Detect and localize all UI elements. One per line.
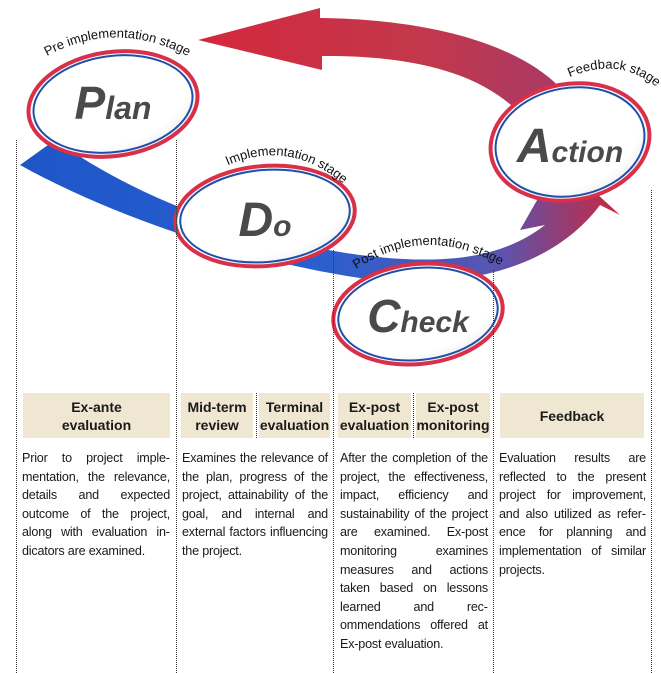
action-stage: Action Feedback stage xyxy=(488,56,661,203)
do-stage: Do Implementation stage xyxy=(173,143,357,269)
header-ex-post-monitoring: Ex-post monitoring xyxy=(416,393,490,438)
action-rest: ction xyxy=(552,136,624,169)
plan-rest: lan xyxy=(105,90,151,126)
header-ex-ante: Ex-ante evaluation xyxy=(23,393,170,438)
svg-text:Plan: Plan xyxy=(75,77,152,129)
do-letter: D xyxy=(239,194,274,247)
divider-right xyxy=(651,190,652,673)
description-ex-post: After the completion of the project, the… xyxy=(340,451,488,651)
svg-text:Do: Do xyxy=(239,194,292,247)
plan-letter: P xyxy=(75,77,106,129)
divider-left xyxy=(16,140,17,673)
divider-midterm-terminal xyxy=(256,393,257,438)
divider-check-action xyxy=(493,270,494,673)
feedback-arrow xyxy=(198,8,585,150)
header-feedback: Feedback xyxy=(500,393,644,438)
divider-expost xyxy=(413,393,414,438)
check-letter: C xyxy=(367,290,401,342)
pdca-cycle-diagram: Plan Pre implementation stage Do Impleme… xyxy=(20,8,661,367)
description-mid-term: Examines the relevance of the plan, prog… xyxy=(182,451,328,558)
description-ex-ante: Prior to project imple­mentation, the re… xyxy=(22,451,170,558)
check-stage: Check Post implementation stage xyxy=(331,233,506,367)
check-rest: heck xyxy=(400,306,470,339)
description-feedback: Evaluation results are reflected to the … xyxy=(499,451,646,577)
header-terminal: Terminal evaluation xyxy=(259,393,330,438)
svg-text:Check: Check xyxy=(367,290,470,342)
divider-plan-do xyxy=(176,140,177,673)
action-letter: A xyxy=(516,120,552,173)
header-mid-term: Mid-term review xyxy=(181,393,253,438)
header-ex-post-evaluation: Ex-post evaluation xyxy=(338,393,411,438)
do-rest: o xyxy=(273,210,291,243)
divider-do-check xyxy=(333,250,334,673)
svg-text:Action: Action xyxy=(516,120,623,173)
